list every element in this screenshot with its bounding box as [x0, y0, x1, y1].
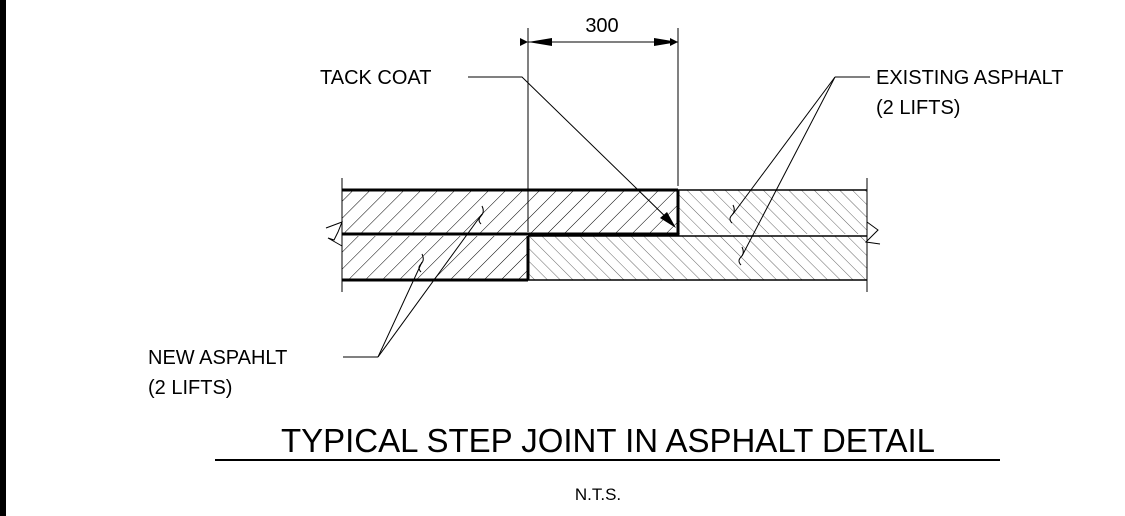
- new-asphalt-label: NEW ASPAHLT: [148, 347, 287, 369]
- existing-asphalt-label: EXISTING ASPHALT: [876, 67, 1063, 89]
- dimension-arrow-left: [528, 38, 552, 46]
- existing-top-lift-marker: [729, 204, 735, 224]
- new-asphalt-bottom-lift: [342, 236, 528, 280]
- title-block: TYPICAL STEP JOINT IN ASPHALT DETAIL N.T…: [215, 422, 1000, 504]
- tack-coat-arrowhead: [660, 212, 676, 228]
- existing-asphalt-bottom-lift: [529, 236, 867, 280]
- dimension-300: 300: [520, 15, 679, 232]
- right-break-symbol: [864, 221, 881, 245]
- tack-coat-leader: [468, 76, 674, 225]
- existing-leader-bottom: [741, 76, 836, 257]
- tack-coat-callout: TACK COAT: [320, 67, 676, 228]
- new-asphalt-callout: NEW ASPAHLT (2 LIFTS): [148, 213, 483, 399]
- tack-coat-label: TACK COAT: [320, 67, 431, 89]
- detail-title: TYPICAL STEP JOINT IN ASPHALT DETAIL: [281, 422, 935, 459]
- pavement-section: [325, 178, 881, 292]
- frame-border: [0, 0, 6, 516]
- dimension-value: 300: [585, 15, 618, 37]
- existing-asphalt-lifts: (2 LIFTS): [876, 97, 960, 119]
- existing-leader-top: [732, 76, 836, 215]
- new-leader-bottom: [377, 261, 423, 358]
- existing-asphalt-callout: EXISTING ASPHALT (2 LIFTS): [732, 67, 1063, 257]
- existing-bottom-lift-marker: [738, 246, 744, 266]
- new-asphalt-lifts: (2 LIFTS): [148, 377, 232, 399]
- scale-note: N.T.S.: [575, 485, 621, 504]
- dimension-arrow-right: [654, 38, 678, 46]
- new-leader-top: [377, 213, 483, 358]
- left-break-symbol: [325, 221, 343, 247]
- new-asphalt-top-lift: [342, 190, 678, 234]
